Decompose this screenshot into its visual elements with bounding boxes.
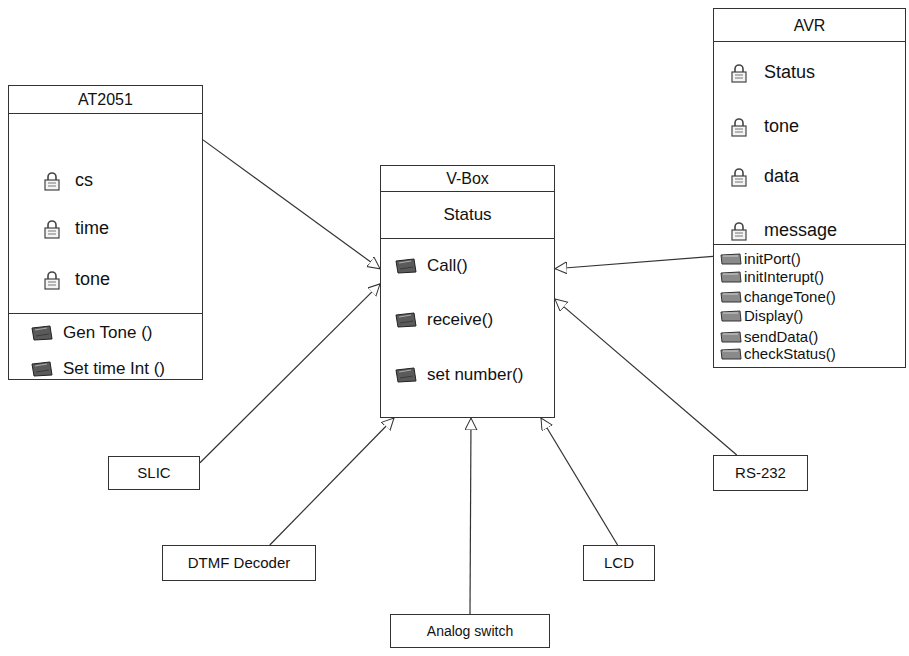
lock-icon [730,63,748,83]
class-method: initPort() [744,250,801,268]
lock-icon [43,219,61,239]
class-box: AVR Status tone data message initPort()initIn… [713,8,906,368]
component-box: SLIC [108,456,200,490]
compartment-divider [9,113,202,114]
method-icon [720,331,742,343]
class-name: V-Box [381,169,554,188]
class-attribute: cs [75,170,93,192]
class-method: sendData() [744,328,818,346]
class-method: Display() [744,307,803,325]
class-name: AVR [714,16,905,35]
inheritance-connector [470,418,471,614]
method-icon [395,312,417,328]
method-icon [395,258,417,274]
compartment-divider [381,238,554,239]
class-attribute: Status [381,205,554,225]
compartment-divider [9,313,202,314]
inheritance-connector [555,256,713,268]
component-name: RS-232 [714,464,807,482]
component-name: Analog switch [391,623,549,640]
compartment-divider [381,191,554,192]
component-name: LCD [584,554,654,572]
class-method: receive() [427,310,493,330]
class-name: AT2051 [9,90,202,109]
component-box: LCD [583,545,655,581]
class-method: checkStatus() [744,345,836,363]
component-name: SLIC [109,464,199,482]
class-method: changeTone() [744,288,836,306]
lock-icon [730,167,748,187]
inheritance-connector [200,284,380,463]
class-attribute: Status [764,62,815,84]
component-box: RS-232 [713,455,808,491]
lock-icon [43,171,61,191]
class-attribute: data [764,166,799,188]
component-box: Analog switch [390,614,550,648]
lock-icon [730,117,748,137]
class-attribute: message [764,220,837,242]
class-attribute: time [75,218,109,240]
method-icon [720,348,742,360]
inheritance-connector [541,418,618,545]
method-icon [720,253,742,265]
class-method: Set time Int () [63,359,165,379]
compartment-divider [714,41,905,42]
method-icon [31,325,53,341]
method-icon [31,361,53,377]
method-icon [720,291,742,303]
method-icon [720,310,742,322]
lock-icon [43,270,61,290]
class-method: Gen Tone () [63,323,152,343]
class-attribute: tone [764,116,799,138]
lock-icon [730,221,748,241]
class-method: Call() [427,256,468,276]
component-box: DTMF Decoder [162,545,316,581]
class-method: initInterupt() [744,268,824,286]
compartment-divider [714,244,905,245]
method-icon [720,271,742,283]
component-name: DTMF Decoder [163,554,315,572]
class-box: V-BoxStatusCall() receive() set number() [380,165,555,418]
class-box: AT2051 cs time toneGen Tone () Set time Int … [8,85,203,380]
inheritance-connector [203,140,380,269]
inheritance-connector [270,418,394,545]
method-icon [395,367,417,383]
class-attribute: tone [75,269,110,291]
inheritance-connector [555,299,737,455]
class-method: set number() [427,365,523,385]
